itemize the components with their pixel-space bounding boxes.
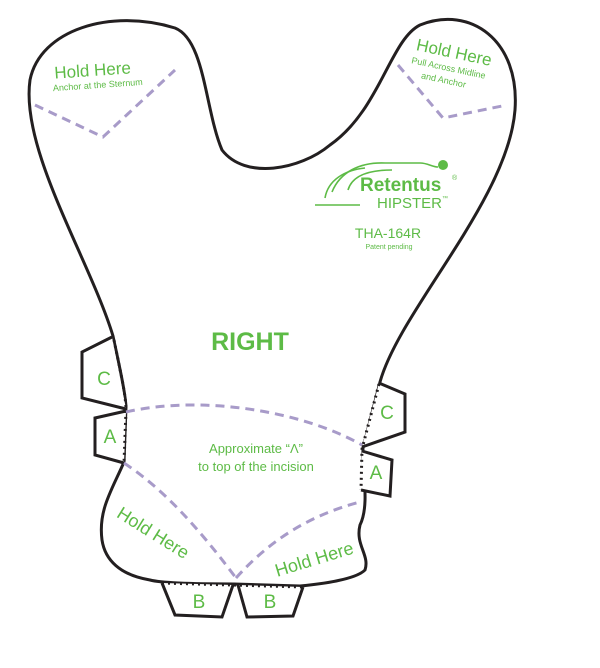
perforation-lines <box>112 339 381 589</box>
logo-registered-mark: ® <box>452 174 458 182</box>
tab-b-right-letter: B <box>264 592 277 613</box>
tab-b-left <box>160 582 235 619</box>
product-trademark: ™ <box>442 195 448 202</box>
instruction-line2: to top of the incision <box>198 459 314 474</box>
logo-swoosh-2 <box>324 167 366 199</box>
product-name: HIPSTER <box>377 195 442 212</box>
tab-c-right-letter: C <box>380 403 394 424</box>
instruction-line1: Approximate “Λ” <box>209 441 303 456</box>
tab-a-right <box>360 449 394 498</box>
tab-a-right-letter: A <box>370 463 383 484</box>
tab-b-left-letter: B <box>193 592 206 613</box>
model-number: THA-164R <box>355 225 421 241</box>
logo-name: Retentus <box>360 175 441 196</box>
tab-c-left <box>80 335 127 411</box>
tab-a-left-letter: A <box>104 427 117 448</box>
guide-top-left-v <box>34 68 177 139</box>
guide-arc-upper <box>125 403 363 447</box>
guide-lambda-right <box>234 500 361 580</box>
retentus-logo <box>315 162 439 206</box>
dressing-outline <box>27 18 517 588</box>
tab-b-right <box>236 584 305 619</box>
side-label: RIGHT <box>211 328 289 356</box>
logo-swoosh-4 <box>347 169 393 191</box>
logo-swoosh-3 <box>331 162 439 193</box>
tab-c-left-letter: C <box>97 369 111 390</box>
perforation-right <box>359 383 381 491</box>
guide-lines <box>34 64 508 580</box>
guide-lambda-left <box>123 461 238 579</box>
logo-dot <box>438 160 448 170</box>
patent-text: Patent pending <box>365 244 412 251</box>
tab-a-left <box>93 409 127 465</box>
tab-c-right <box>361 381 407 449</box>
guide-top-right-v <box>396 64 508 120</box>
